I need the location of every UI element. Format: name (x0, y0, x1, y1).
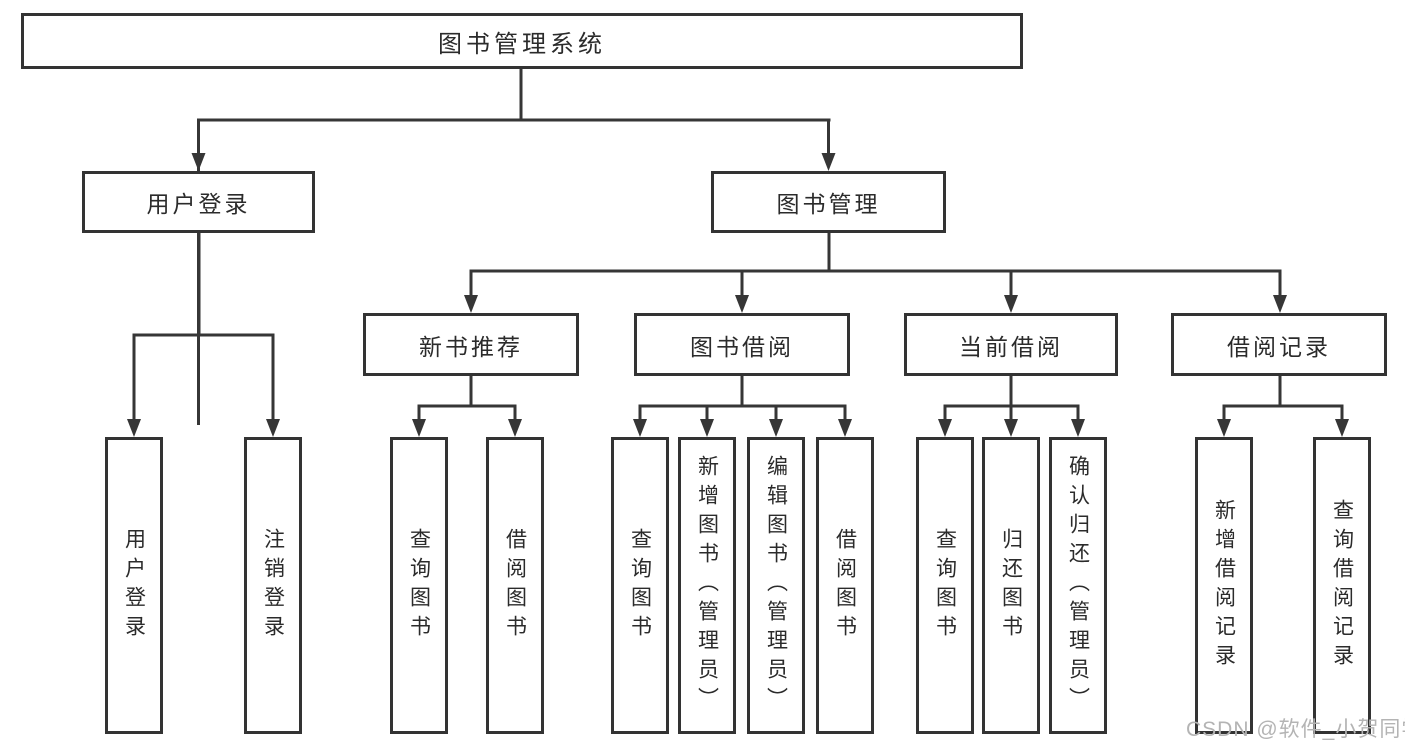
node-leaf-query-books-3: 查询图书 (916, 437, 974, 734)
node-library-management-system: 图书管理系统 (21, 13, 1023, 69)
node-leaf-add-borrow-record: 新增借阅记录 (1195, 437, 1253, 734)
node-leaf-query-books-2: 查询图书 (611, 437, 669, 734)
node-borrow-records: 借阅记录 (1171, 313, 1387, 376)
node-book-borrow: 图书借阅 (634, 313, 850, 376)
node-new-book-recommend: 新书推荐 (363, 313, 579, 376)
node-leaf-edit-book-admin: 编辑图书（管理员） (747, 437, 805, 734)
node-leaf-query-books-1: 查询图书 (390, 437, 448, 734)
node-user-login: 用户登录 (82, 171, 315, 233)
node-book-management: 图书管理 (711, 171, 946, 233)
node-leaf-borrow-books-2: 借阅图书 (816, 437, 874, 734)
node-leaf-borrow-books-1: 借阅图书 (486, 437, 544, 734)
node-leaf-confirm-return-admin: 确认归还（管理员） (1049, 437, 1107, 734)
node-leaf-user-login: 用户登录 (105, 437, 163, 734)
node-leaf-logout: 注销登录 (244, 437, 302, 734)
node-leaf-return-book: 归还图书 (982, 437, 1040, 734)
arrowheads (127, 153, 1349, 437)
node-current-borrow: 当前借阅 (904, 313, 1118, 376)
csdn-watermark: CSDN @软件_小贺同学 (1186, 718, 1405, 741)
node-leaf-query-borrow-record: 查询借阅记录 (1313, 437, 1371, 734)
node-leaf-add-book-admin: 新增图书（管理员） (678, 437, 736, 734)
